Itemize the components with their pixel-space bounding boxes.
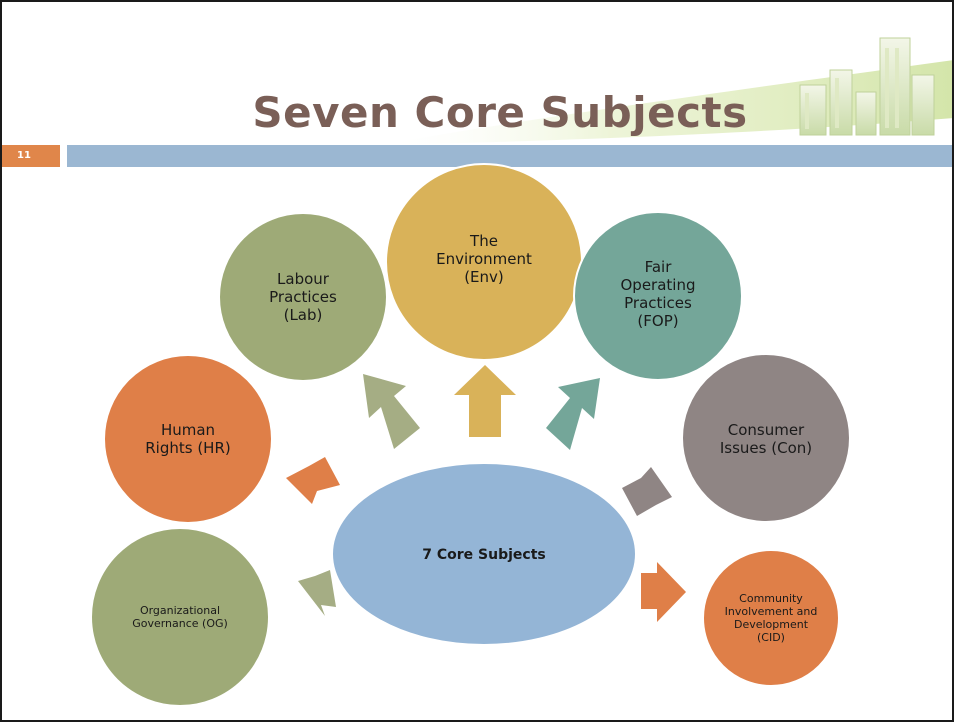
node-cid-label: Community Involvement and Development (C… — [724, 591, 818, 645]
slide-title: Seven Core Subjects — [252, 88, 748, 137]
node-center — [331, 462, 637, 646]
node-env-label: The Environment (Env) — [436, 232, 532, 286]
building-windows — [805, 48, 899, 129]
arrow-to-hr — [286, 457, 340, 504]
node-cid — [702, 549, 840, 687]
node-lab — [218, 212, 388, 382]
arrow-to-fop — [546, 378, 600, 450]
node-fop — [573, 211, 743, 381]
arrow-to-con — [622, 467, 672, 516]
node-con — [681, 353, 851, 523]
arrow-to-env — [454, 365, 516, 437]
node-lab-label: Labour Practices (Lab) — [269, 270, 337, 324]
node-og-label: Organizational Governance (OG) — [132, 603, 228, 630]
header-bar — [67, 145, 952, 167]
center-label: 7 Core Subjects — [422, 546, 546, 563]
slide-number: 11 — [17, 150, 31, 161]
node-hr-label: Human Rights (HR) — [145, 421, 231, 457]
node-con-label: Consumer Issues (Con) — [719, 421, 813, 457]
arrow-to-og — [298, 570, 336, 616]
node-hr — [103, 354, 273, 524]
node-og — [90, 527, 270, 707]
node-fop-label: Fair Operating Practices (FOP) — [620, 258, 696, 330]
slide-number-box — [2, 145, 60, 167]
arrow-to-cid — [641, 562, 686, 622]
arrow-to-lab — [363, 374, 420, 449]
city-skyline-graphic — [380, 37, 954, 145]
